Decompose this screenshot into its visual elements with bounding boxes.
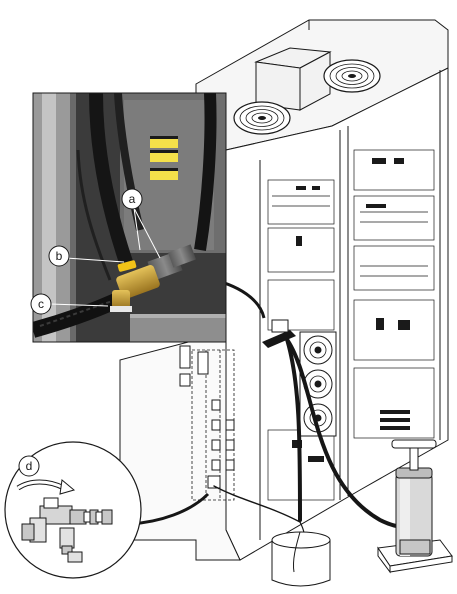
callout-leaders bbox=[49, 207, 161, 307]
callout-b-label: b bbox=[56, 249, 63, 263]
valve-detail-photo bbox=[32, 92, 227, 343]
connectors bbox=[292, 158, 410, 462]
callout-c-label: c bbox=[38, 297, 44, 311]
pipe-fittings bbox=[179, 345, 235, 489]
hand-pump bbox=[377, 439, 453, 574]
top-fan-left bbox=[233, 101, 291, 135]
callout-a-label: a bbox=[129, 192, 136, 206]
top-fan-right bbox=[323, 59, 381, 93]
callout-b: b bbox=[48, 245, 70, 267]
callout-d-label: d bbox=[26, 459, 33, 473]
coupling-detail-circle: d bbox=[4, 441, 142, 579]
drain-bucket bbox=[271, 531, 331, 587]
callout-a: a bbox=[121, 188, 143, 210]
front-fans bbox=[299, 331, 337, 437]
callout-c: c bbox=[30, 293, 52, 315]
hose-connector bbox=[262, 319, 296, 348]
top-fan-housing bbox=[254, 47, 332, 111]
